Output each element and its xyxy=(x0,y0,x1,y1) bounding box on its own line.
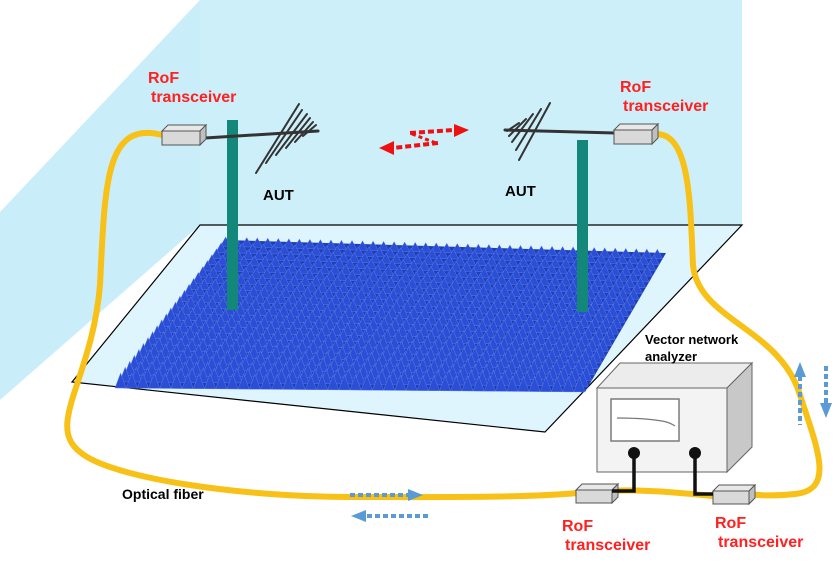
rof-label-top-left: RoF transceiver xyxy=(148,69,236,107)
rof-label-top-right: RoF transceiver xyxy=(620,78,708,116)
vna-label-line1: Vector network xyxy=(645,332,739,347)
rof-label-bottom-right: RoF transceiver xyxy=(715,514,803,552)
rof-label-top-left-line1: RoF xyxy=(148,70,180,87)
vector-network-analyzer xyxy=(595,361,754,496)
aut-label-right: AUT xyxy=(505,183,536,200)
wireless-signal-arrows xyxy=(379,124,469,155)
mast-left xyxy=(227,120,238,310)
vna-screen xyxy=(610,398,680,442)
antenna-left xyxy=(203,103,320,174)
vna-label-line2: analyzer xyxy=(645,349,698,364)
fiber-signal-arrows-bottom xyxy=(350,489,428,522)
chamber-back-wall xyxy=(200,0,742,225)
rof-box-top-right xyxy=(612,122,660,146)
antenna-right xyxy=(503,102,617,161)
rof-label-bottom-right-line1: RoF xyxy=(715,515,747,532)
mast-right xyxy=(577,140,588,312)
rof-box-top-left xyxy=(160,123,208,147)
rof-label-bottom-right-line2: transceiver xyxy=(718,534,804,551)
rof-box-bottom-left xyxy=(574,482,620,505)
aut-label-left: AUT xyxy=(263,187,294,204)
rof-label-top-right-line2: transceiver xyxy=(623,98,709,115)
vna-label: Vector network analyzer xyxy=(645,331,738,365)
rof-box-bottom-right xyxy=(711,483,757,506)
rof-label-bottom-left-line2: transceiver xyxy=(565,537,651,554)
vna-cable-1 xyxy=(612,453,636,493)
rof-label-bottom-left-line1: RoF xyxy=(562,518,594,535)
vna-cable-2 xyxy=(693,453,713,496)
rof-label-top-right-line1: RoF xyxy=(620,79,652,96)
chamber-left-wall xyxy=(0,0,200,400)
rof-label-top-left-line2: transceiver xyxy=(151,89,237,106)
fiber-signal-arrows-right xyxy=(794,362,832,425)
optical-fiber-label: Optical fiber xyxy=(122,486,204,502)
rof-label-bottom-left: RoF transceiver xyxy=(562,517,650,555)
vna-trace xyxy=(616,417,676,427)
